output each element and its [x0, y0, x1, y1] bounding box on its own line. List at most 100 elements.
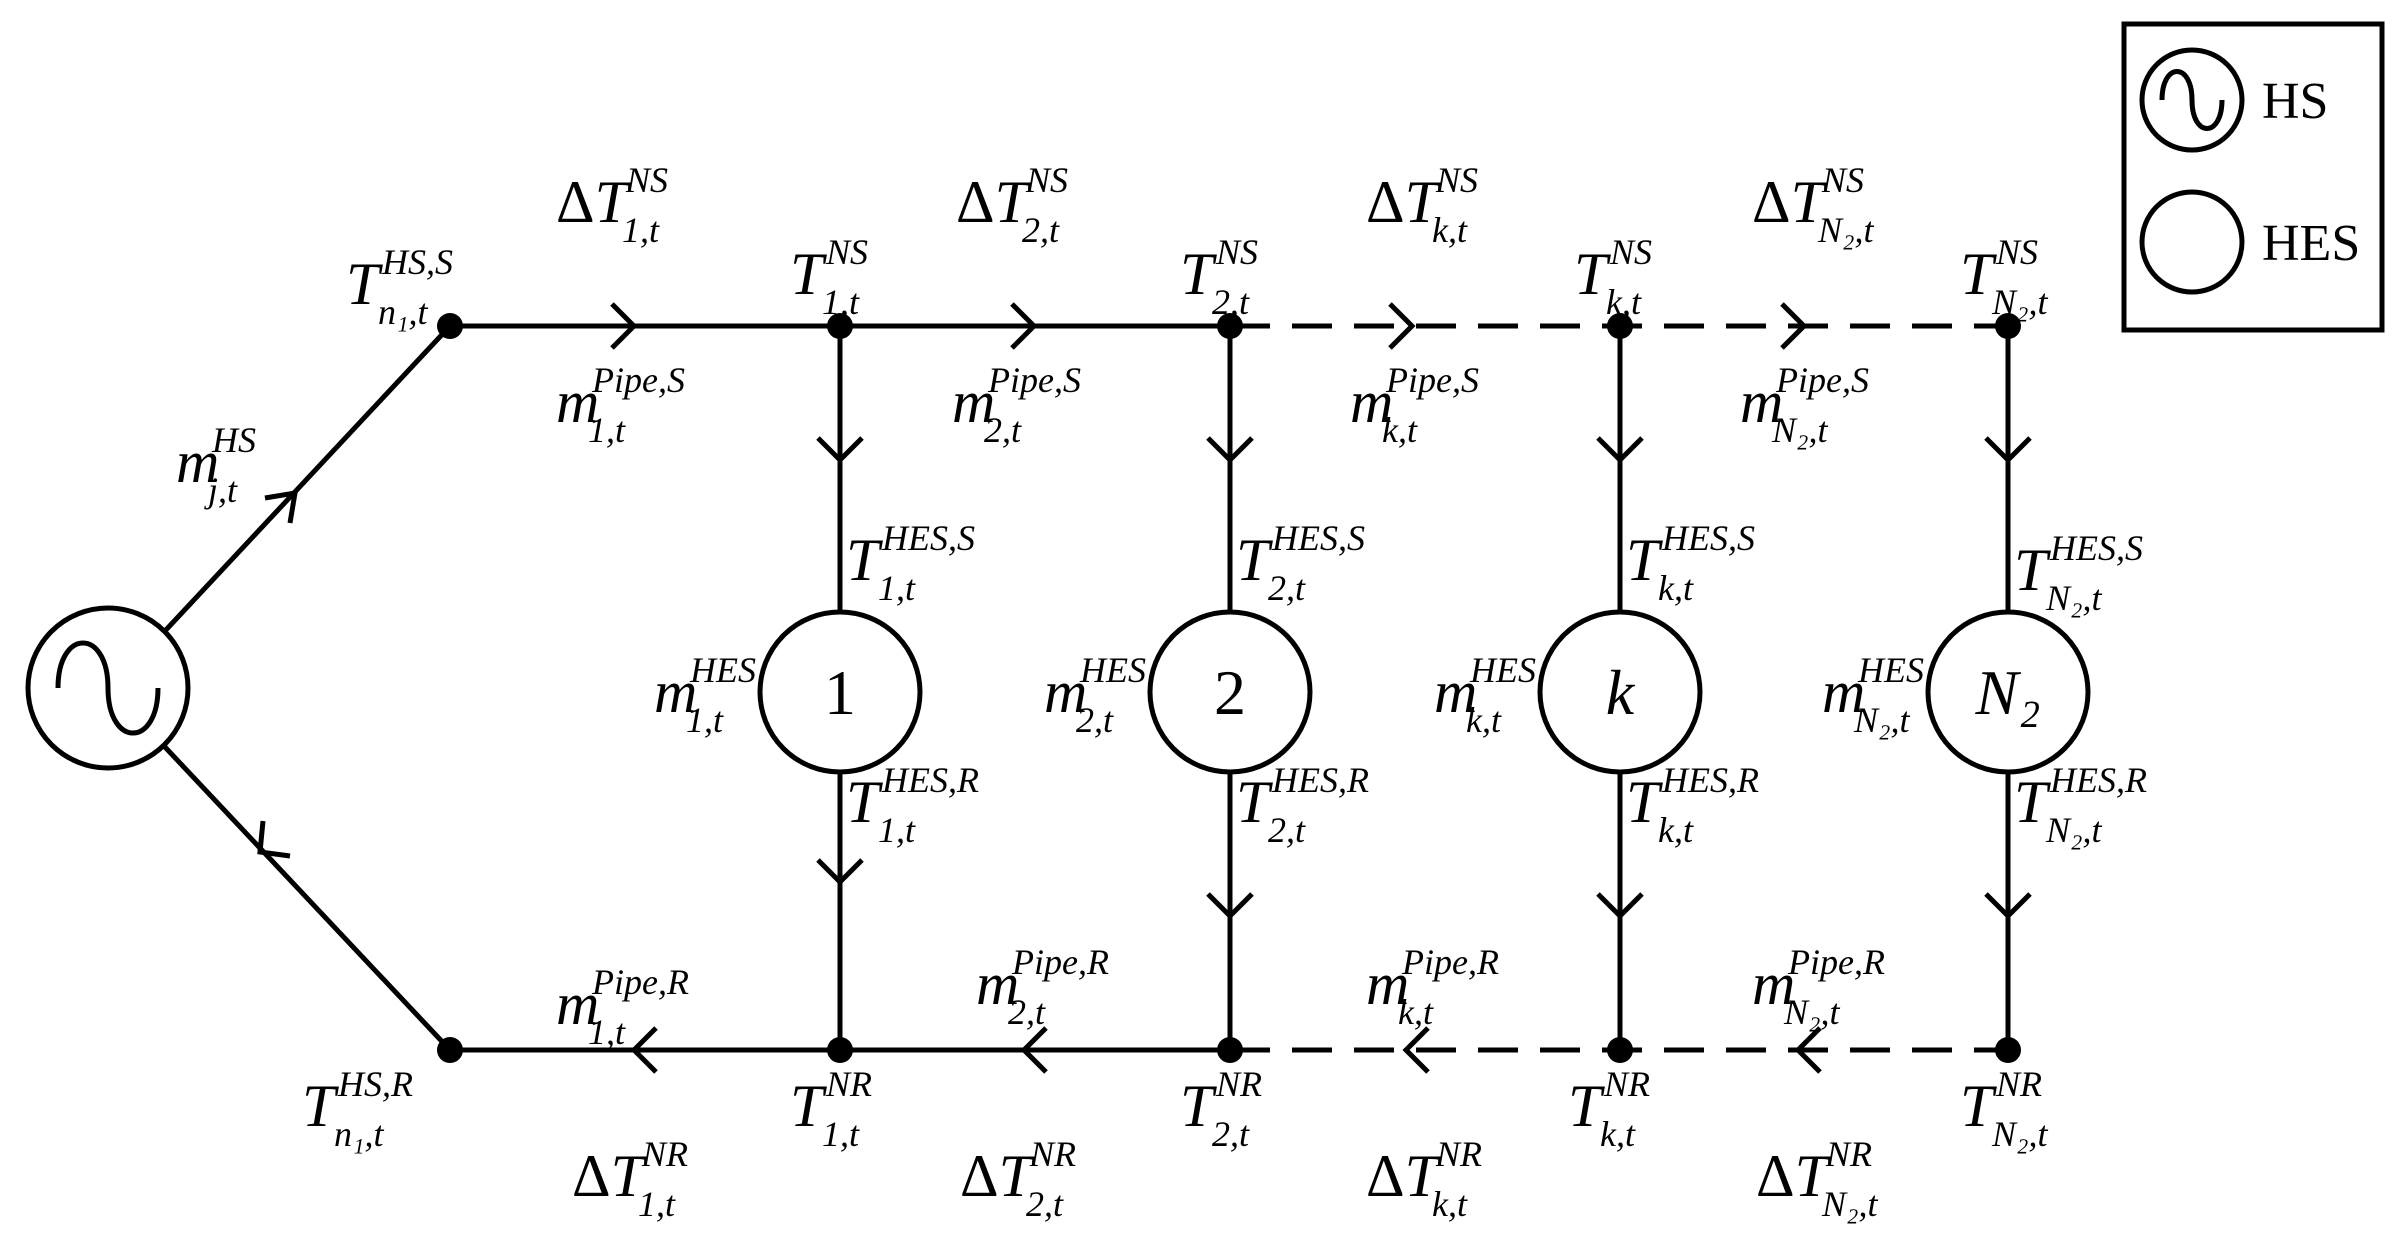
label-subscript: 2,t [1076, 700, 1114, 740]
node-supply-1 [827, 313, 853, 339]
node-return-k [1607, 1037, 1633, 1063]
label-subscript: j,t [204, 470, 238, 510]
arrow-down-icon [1984, 892, 2032, 920]
label-subscript: N₂,t [2045, 578, 2103, 618]
label-subscript: k,t [1398, 992, 1434, 1032]
legend-label-hs: HS [2262, 73, 2328, 130]
label-base: m [1044, 659, 1087, 725]
node-return-2 [1217, 1037, 1243, 1063]
hes-label-1: 1 [824, 657, 856, 728]
label-base: T [1180, 241, 1217, 307]
label-superscript: NS [1435, 160, 1478, 200]
flow-arrows [257, 302, 2032, 1074]
label-superscript: NR [1435, 1134, 1482, 1174]
label-superscript: HES [1857, 650, 1924, 690]
label-base: T [1626, 769, 1663, 835]
label-base: T [346, 251, 383, 317]
label-superscript: HES,R [1661, 760, 1759, 800]
arrow-right-icon [1780, 302, 1808, 350]
label-subscript: 2,t [1212, 282, 1250, 322]
label-subscript: N₂,t [2045, 810, 2103, 850]
hes-label-k: k [1606, 657, 1636, 728]
label-base: T [302, 1073, 339, 1139]
arrow-down-icon [816, 858, 864, 886]
label-subscript: 2,t [1022, 210, 1060, 250]
node-return-1 [827, 1037, 853, 1063]
label-base: m [556, 971, 599, 1037]
label-subscript: N₂,t [1821, 1184, 1879, 1224]
label-base: m [976, 951, 1019, 1017]
hes-label-N2: N₂ [1975, 657, 2041, 728]
label-superscript: NS [1995, 232, 2038, 272]
legend: HS HES [2121, 21, 2385, 333]
arrow-down-icon [1596, 436, 1644, 464]
label-superscript: NR [1825, 1134, 1872, 1174]
label-base: T [2014, 769, 2051, 835]
label-subscript: N₂,t [1771, 410, 1829, 450]
label-subscript: N₂,t [1817, 210, 1875, 250]
label-superscript: NS [825, 232, 868, 272]
legend-item-hs: HS [2139, 47, 2328, 153]
hes-station-1: 1 [757, 609, 923, 775]
arrow-right-icon [610, 302, 638, 350]
label-subscript: n₁,t [378, 292, 429, 332]
label-superscript: NR [825, 1064, 872, 1104]
label-base: T [1626, 527, 1663, 593]
arrow-down-icon [1206, 436, 1254, 464]
label-base: ΔT [960, 1143, 1036, 1209]
label-subscript: k,t [1432, 210, 1468, 250]
legend-item-hes: HES [2139, 189, 2360, 295]
node-hs-return [437, 1037, 463, 1063]
label-base: m [654, 659, 697, 725]
label-base: T [1568, 1073, 1605, 1139]
label-base: ΔT [1366, 169, 1442, 235]
label-base: T [2014, 537, 2051, 603]
label-superscript: NR [1215, 1064, 1262, 1104]
label-superscript: HES,S [881, 518, 975, 558]
label-base: T [1180, 1073, 1217, 1139]
label-base: T [846, 527, 883, 593]
label-subscript: N₂,t [1853, 700, 1911, 740]
node-return-N2 [1995, 1037, 2021, 1063]
arrow-up-right-icon [264, 489, 299, 524]
label-superscript: NS [1215, 232, 1258, 272]
arrow-right-icon [1010, 302, 1038, 350]
heat-source-return-pipe [162, 744, 452, 1052]
label-subscript: 1,t [588, 410, 626, 450]
label-superscript: NS [625, 160, 668, 200]
label-superscript: HES,S [2049, 528, 2143, 568]
label-superscript: NR [1603, 1064, 1650, 1104]
node-supply-2 [1217, 313, 1243, 339]
label-subscript: 2,t [1008, 992, 1046, 1032]
arrow-left-icon [1020, 1026, 1048, 1074]
node-hs-supply [437, 313, 463, 339]
label-subscript: 1,t [588, 1012, 626, 1052]
arrow-left-icon [630, 1026, 658, 1074]
label-subscript: k,t [1658, 810, 1694, 850]
label-superscript: NS [1821, 160, 1864, 200]
label-base: T [790, 1073, 827, 1139]
label-superscript: HS [211, 420, 256, 460]
label-superscript: Pipe,S [987, 360, 1081, 400]
label-superscript: HES,S [1271, 518, 1365, 558]
label-base: m [1752, 951, 1795, 1017]
label-superscript: HES [1469, 650, 1536, 690]
label-superscript: HES [689, 650, 756, 690]
hes-station-2: 2 [1147, 609, 1313, 775]
